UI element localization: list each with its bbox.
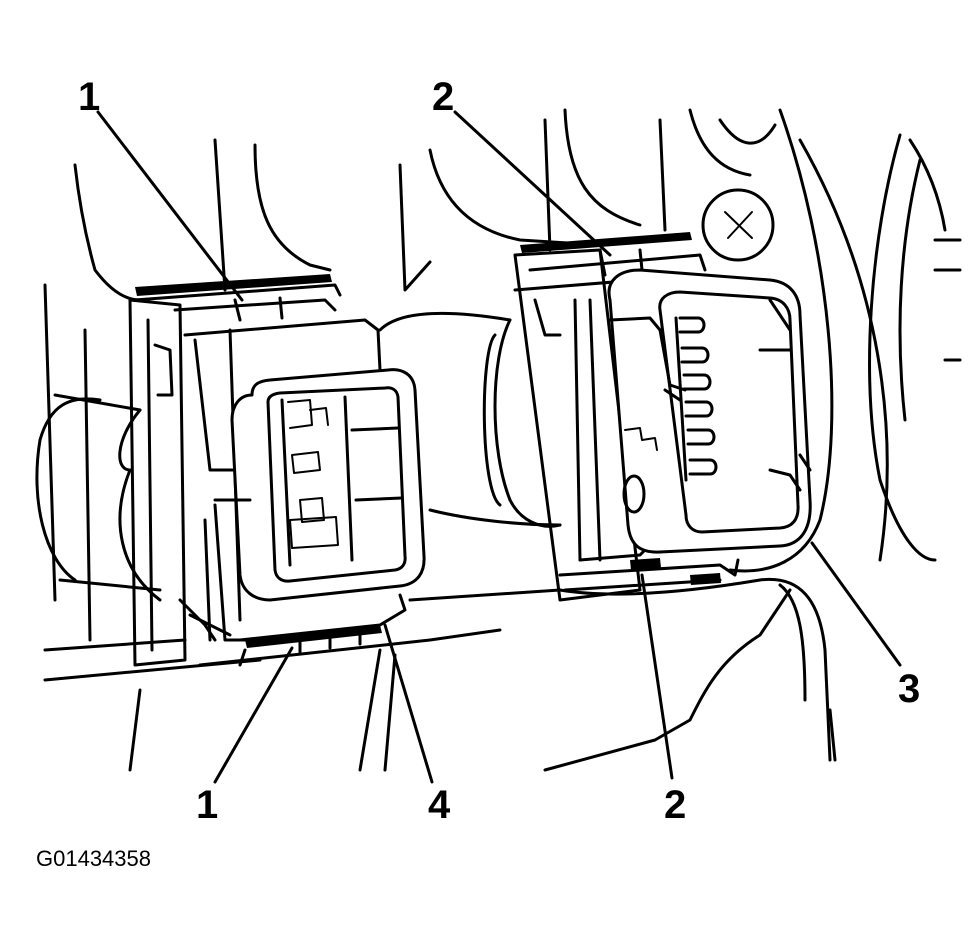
callout-2-top: 2: [432, 75, 454, 119]
housing-outline: [43, 108, 962, 772]
callouts: 1 2 1 4 2 3: [78, 75, 920, 827]
fastener-screw: [701, 188, 775, 262]
leader-2-top: [453, 110, 612, 257]
leader-3: [810, 541, 902, 667]
leader-4: [383, 623, 434, 784]
right-connector: [482, 188, 812, 602]
callout-4: 4: [428, 783, 451, 827]
leader-lines: [96, 110, 902, 784]
callout-3: 3: [898, 667, 920, 711]
callout-1-bottom: 1: [196, 783, 218, 827]
callout-2-bottom: 2: [664, 783, 686, 827]
leader-2-bottom: [640, 573, 674, 780]
left-connector: [35, 274, 426, 667]
leader-1-top: [96, 110, 244, 302]
callout-1-top: 1: [78, 75, 100, 119]
leader-1-bottom: [213, 646, 294, 784]
figure-id: G01434358: [36, 846, 151, 871]
